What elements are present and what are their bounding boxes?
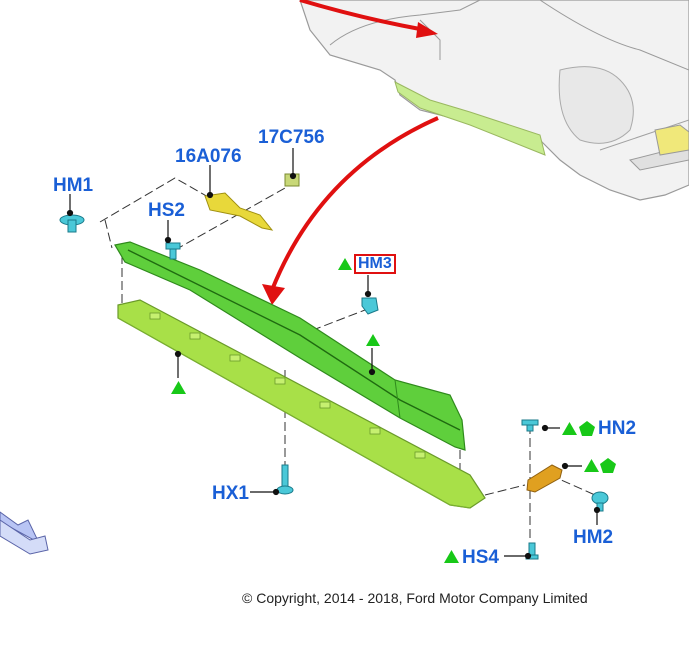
fastener-hx1 [276, 464, 294, 495]
green-triangle-marker [338, 258, 352, 270]
nav-arrow-icon[interactable] [0, 511, 49, 555]
copyright-notice: © Copyright, 2014 - 2018, Ford Motor Com… [242, 590, 588, 606]
fastener-hn2 [521, 419, 539, 432]
fastener-hm1 [59, 214, 85, 233]
green-triangle-marker [171, 381, 186, 394]
green-triangle-marker [444, 550, 459, 563]
reference-arrows [262, 0, 439, 305]
callout-16a076[interactable]: 16A076 [175, 146, 242, 167]
sill-moulding-upper [114, 241, 466, 451]
callout-hm2[interactable]: HM2 [573, 527, 614, 548]
fastener-hs2 [165, 242, 181, 260]
bracket-hn2 [526, 464, 563, 493]
green-markers [171, 258, 616, 563]
fasteners [59, 214, 609, 560]
callout-hm3[interactable]: HM3 [354, 254, 396, 274]
fastener-hm2 [591, 491, 609, 512]
fastener-hs4 [525, 542, 539, 560]
callout-hs4[interactable]: HS4 [462, 547, 499, 568]
green-triangle-marker [584, 459, 599, 472]
green-triangle-marker [562, 422, 577, 435]
vehicle-body [299, 0, 689, 201]
green-pentagon-marker [600, 458, 616, 473]
callout-17c756[interactable]: 17C756 [258, 127, 325, 148]
bracket-16a076 [204, 192, 274, 231]
sill-panel-lower [117, 299, 486, 509]
green-triangle-marker [366, 334, 380, 346]
leader-lines [66, 148, 601, 560]
green-pentagon-marker [579, 421, 595, 436]
callout-hs2[interactable]: HS2 [148, 200, 185, 221]
callout-hn2[interactable]: HN2 [598, 418, 637, 439]
callout-hx1[interactable]: HX1 [212, 483, 249, 504]
callout-hm1[interactable]: HM1 [53, 175, 94, 196]
fastener-hm3 [361, 297, 379, 315]
